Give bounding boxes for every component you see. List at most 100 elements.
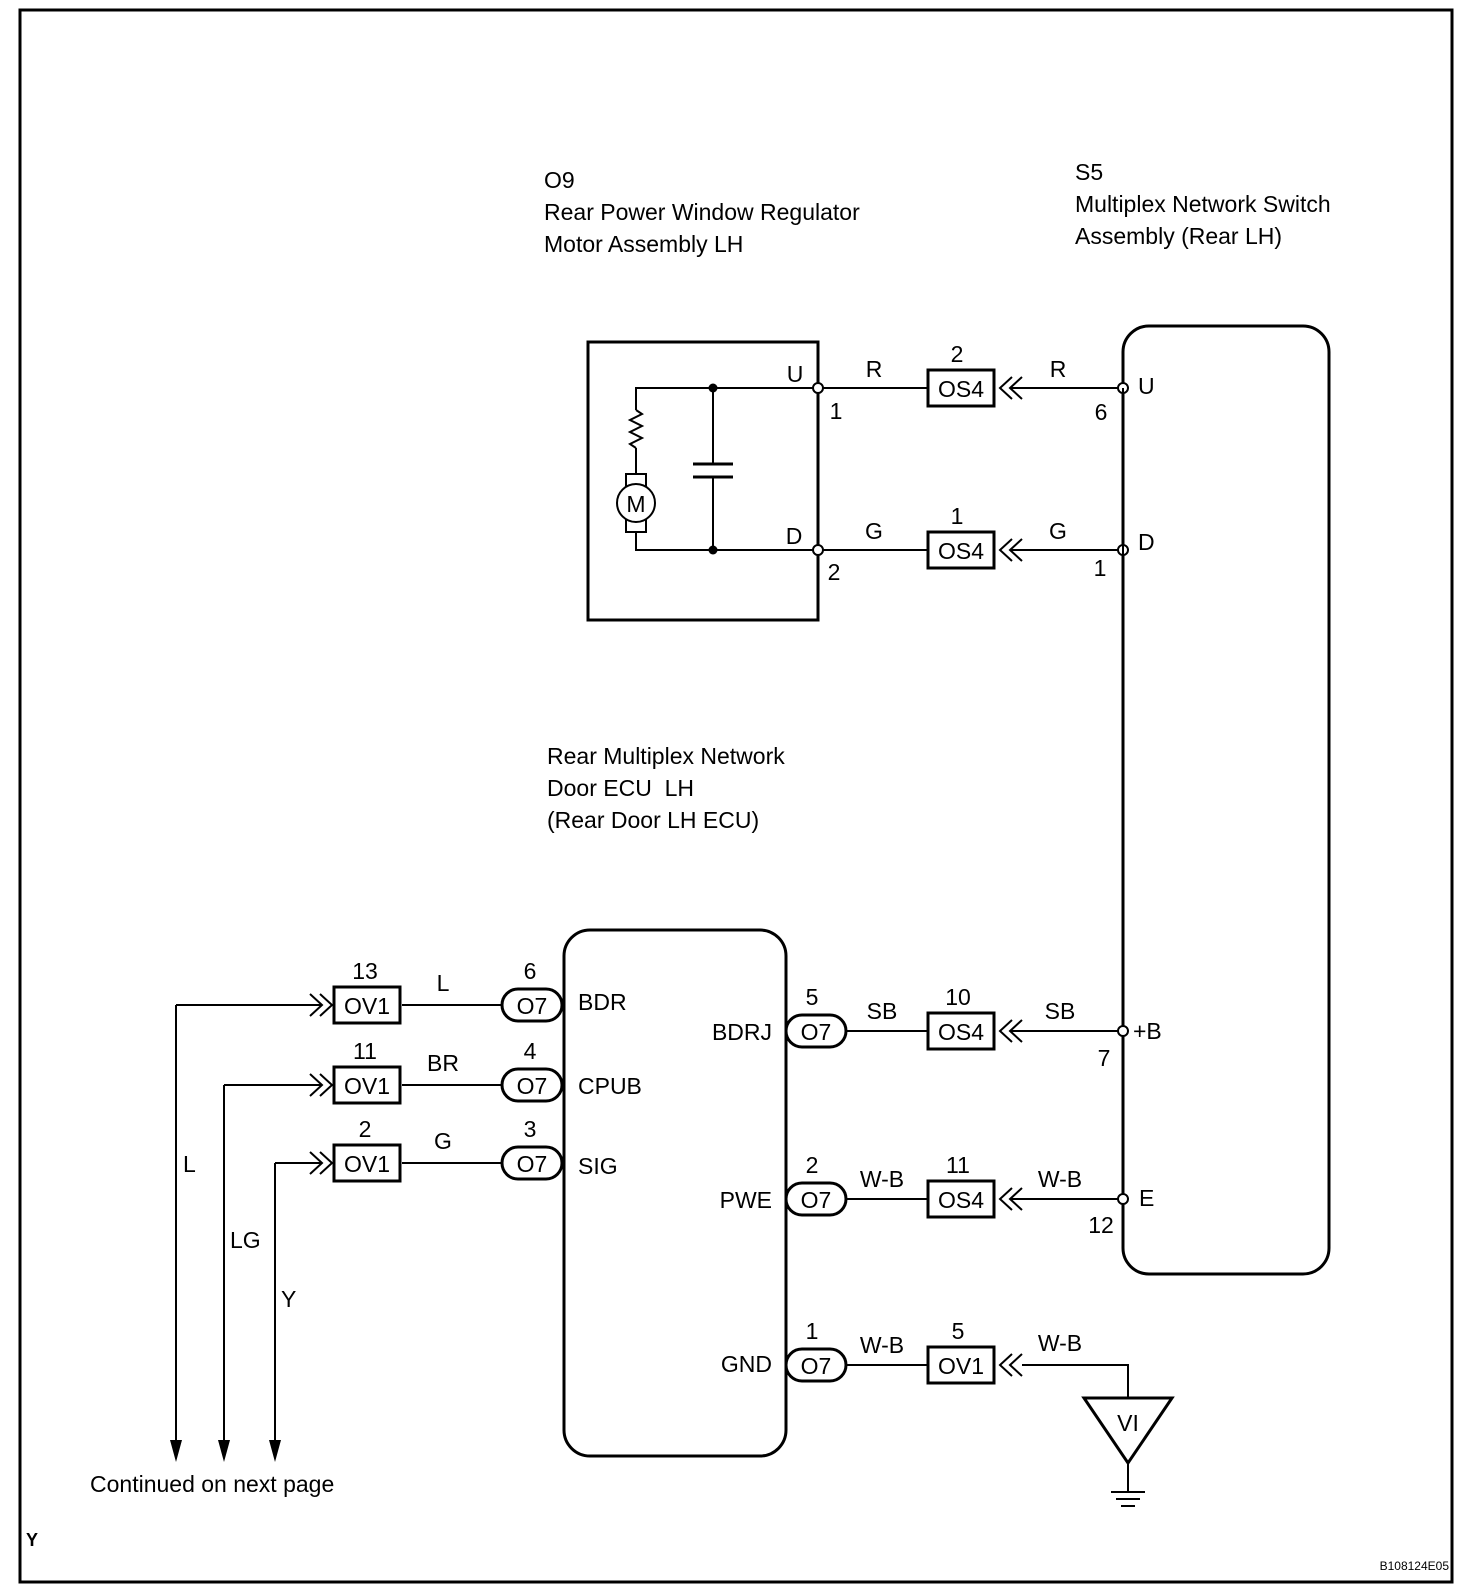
ov1-pin-number: 11 [353,1038,377,1064]
connector-chevron [319,1073,334,1097]
motor-symbol [616,483,656,523]
inline-connector-box [926,1179,996,1219]
ov1-connector-code: OV1 [344,1151,390,1177]
wire-drop-label: LG [230,1227,261,1253]
connector-chevron [319,993,334,1017]
connector-pin-number: 5 [952,1318,965,1344]
ecu-pin-bdrj-label: BDRJ [712,1019,772,1045]
connector-chevron [998,1019,1013,1043]
switch-box [1121,324,1331,1276]
motor-bottom-wire [635,532,818,551]
connector-chevron [998,376,1013,400]
junction-dot [708,545,718,555]
ecu-pin-sig-label: SIG [578,1153,618,1179]
wire-color-label: W-B [1038,1166,1082,1192]
ov1-pin-number: 2 [359,1116,372,1142]
switch-title: S5 Multiplex Network Switch Assembly (Re… [1075,159,1331,249]
ecu-pin-labels: BDR CPUB SIG BDRJ PWE GND [578,989,772,1377]
connector-chevron [998,1353,1013,1377]
wire-color-label: W-B [860,1166,904,1192]
ov1-connector-code: OV1 [344,1073,390,1099]
o7-connector-code: O7 [801,1353,832,1379]
ground-point-label: VI [1117,1410,1139,1436]
switch-pin-d-number: 1 [1094,555,1107,581]
o7-connector-code: O7 [801,1019,832,1045]
connector-chevron [998,1187,1013,1211]
wire-drop-label: L [183,1151,196,1177]
switch-pin-b-number: 7 [1098,1045,1111,1071]
motor-name-line2: Motor Assembly LH [544,231,743,257]
o7-pin-number: 5 [806,984,819,1010]
wire-color-label: SB [867,998,898,1024]
switch-pins: U 6 D 1 +B 7 E 12 [1088,373,1162,1238]
switch-pin-d-label: D [1138,529,1155,555]
motor-assembly: M U D 1 2 [586,340,842,622]
ground-triangle [1081,1396,1175,1466]
ecu-pin-pwe-label: PWE [720,1187,772,1213]
ecu-name-line3: (Rear Door LH ECU) [547,807,759,833]
ecu-name-line2: Door ECU LH [547,775,694,801]
continuation-arrow [269,1440,281,1462]
wire-color-label: G [1049,518,1067,544]
resistor-symbol [627,409,645,449]
ov1-connector-box [332,1065,402,1105]
connector-chevron [1008,1353,1023,1377]
wire-color-label: R [1050,356,1067,382]
switch-pin-u-number: 6 [1095,399,1108,425]
switch-pin-e-number: 12 [1088,1212,1114,1238]
o7-pin-number: 3 [524,1116,537,1142]
wire-color-label: R [866,356,883,382]
continuation-arrow [170,1440,182,1462]
switch-pin-u-label: U [1138,373,1155,399]
o7-connector-code: O7 [801,1187,832,1213]
wire-color-label: G [865,518,883,544]
connector-chevron [319,1151,334,1175]
o7-connector-code: O7 [517,993,548,1019]
ecu-pin-cpub-label: CPUB [578,1073,642,1099]
ecu-title: Rear Multiplex Network Door ECU LH (Rear… [547,743,785,833]
o7-connector-code: O7 [517,1151,548,1177]
wire-color-label: BR [427,1050,459,1076]
motor-box [586,340,820,622]
o7-pin-number: 1 [806,1318,819,1344]
wire-color-label: W-B [860,1332,904,1358]
o7-pin-number: 6 [524,958,537,984]
wire-color-label: L [437,970,450,996]
inline-connector-code: OV1 [938,1353,984,1379]
corner-letter: Y [26,1530,38,1550]
motor-top-wire [635,387,818,410]
motor-name-line1: Rear Power Window Regulator [544,199,860,225]
switch-pin-terminal [1117,1193,1129,1205]
os4-connector-box [926,368,996,408]
switch-name-line1: Multiplex Network Switch [1075,191,1331,217]
inline-connector-box [926,1345,996,1385]
motor-pin-d-label: D [786,523,803,549]
switch-name-line2: Assembly (Rear LH) [1075,223,1282,249]
ov1-pin-number: 13 [352,958,378,984]
ground-point: VI [1022,1364,1175,1507]
ov1-connector-box [332,985,402,1025]
ov1-connector-box [332,1143,402,1183]
junction-dot [708,383,718,393]
inline-connector-box [926,1011,996,1051]
o7-pin-number: 4 [524,1038,537,1064]
os4-pin-number: 1 [951,503,964,529]
switch-pin-terminal [1117,1025,1129,1037]
connector-pin-number: 10 [945,984,971,1010]
ov1-connector-code: OV1 [344,993,390,1019]
continuation-arrow [218,1440,230,1462]
connector-pin-number: 11 [946,1152,970,1178]
motor-pin-terminal [812,382,824,394]
wire-color-label: SB [1045,998,1076,1024]
motor-pin-d-number: 2 [828,559,841,585]
inline-connector-code: OS4 [938,1019,984,1045]
motor-symbol-label: M [626,491,645,517]
motor-pin-terminal [812,544,824,556]
motor-code: O9 [544,167,575,193]
os4-connector-code: OS4 [938,376,984,402]
ecu-name-line1: Rear Multiplex Network [547,743,785,769]
switch-pin-e-label: E [1139,1185,1154,1211]
os4-pin-number: 2 [951,341,964,367]
switch-pin-b-label: +B [1133,1018,1162,1044]
